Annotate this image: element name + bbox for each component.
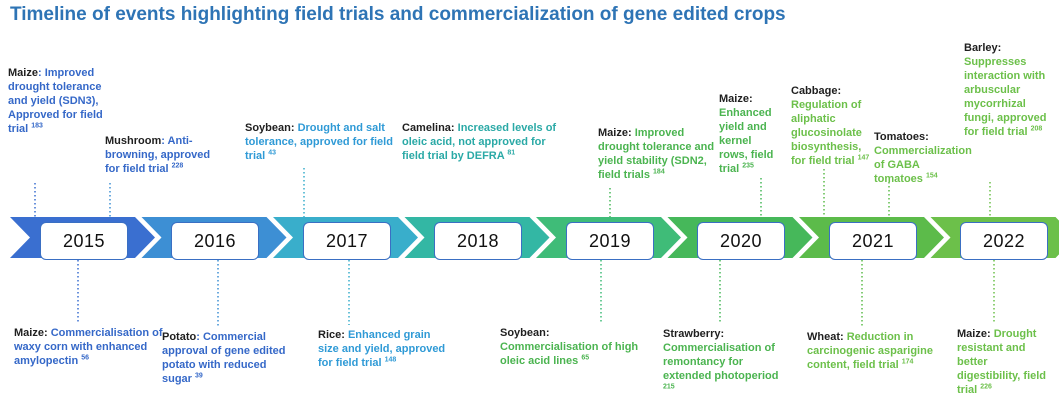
- event-2019-soybean: Soybean:Commercialisation of high oleic …: [500, 327, 639, 367]
- event-2022-maize-drought: Maize: Drought resistant and better dige…: [957, 328, 1047, 396]
- year-box-2017: 2017: [303, 222, 391, 260]
- event-2017-rice: Rice: Enhanced grain size and yield, app…: [318, 329, 446, 369]
- year-box-2022: 2022: [960, 222, 1048, 260]
- event-2018-camelina: Camelina: Increased levels of oleic acid…: [402, 122, 557, 162]
- year-box-2015: 2015: [40, 222, 128, 260]
- event-2015-maize-drought: Maize: Improved drought tolerance and yi…: [8, 67, 103, 135]
- diagram-title: Timeline of events highlighting field tr…: [10, 4, 786, 25]
- year-box-2021: 2021: [829, 222, 917, 260]
- event-2019-maize-stability: Maize: Improved drought tolerance and yi…: [598, 127, 715, 181]
- event-2020-maize-kernel: Maize: Enhanced yield and kernel rows, f…: [719, 93, 774, 175]
- year-box-2020: 2020: [697, 222, 785, 260]
- event-2016-mushroom: Mushroom: Anti-browning, approved for fi…: [105, 135, 211, 175]
- event-2022-barley: Barley: Suppresses interaction with arbu…: [964, 42, 1047, 138]
- year-box-2019: 2019: [566, 222, 654, 260]
- event-2016-potato: Potato: Commercial approval of gene edit…: [162, 331, 286, 385]
- year-box-2018: 2018: [434, 222, 522, 260]
- event-2021-cabbage: Cabbage: Regulation of aliphatic glucosi…: [791, 85, 870, 167]
- event-2021-tomatoes: Tomatoes: Commercialization of GABA toma…: [874, 131, 972, 185]
- year-box-2016: 2016: [171, 222, 259, 260]
- event-2017-soybean: Soybean: Drought and salt tolerance, app…: [245, 122, 393, 162]
- event-2020-strawberry: Strawberry:Commercialisation of remontan…: [663, 328, 779, 391]
- event-2021-wheat: Wheat: Reduction in carcinogenic asparig…: [807, 331, 933, 371]
- event-2015-maize-waxy: Maize: Commercialisation of waxy corn wi…: [14, 327, 163, 367]
